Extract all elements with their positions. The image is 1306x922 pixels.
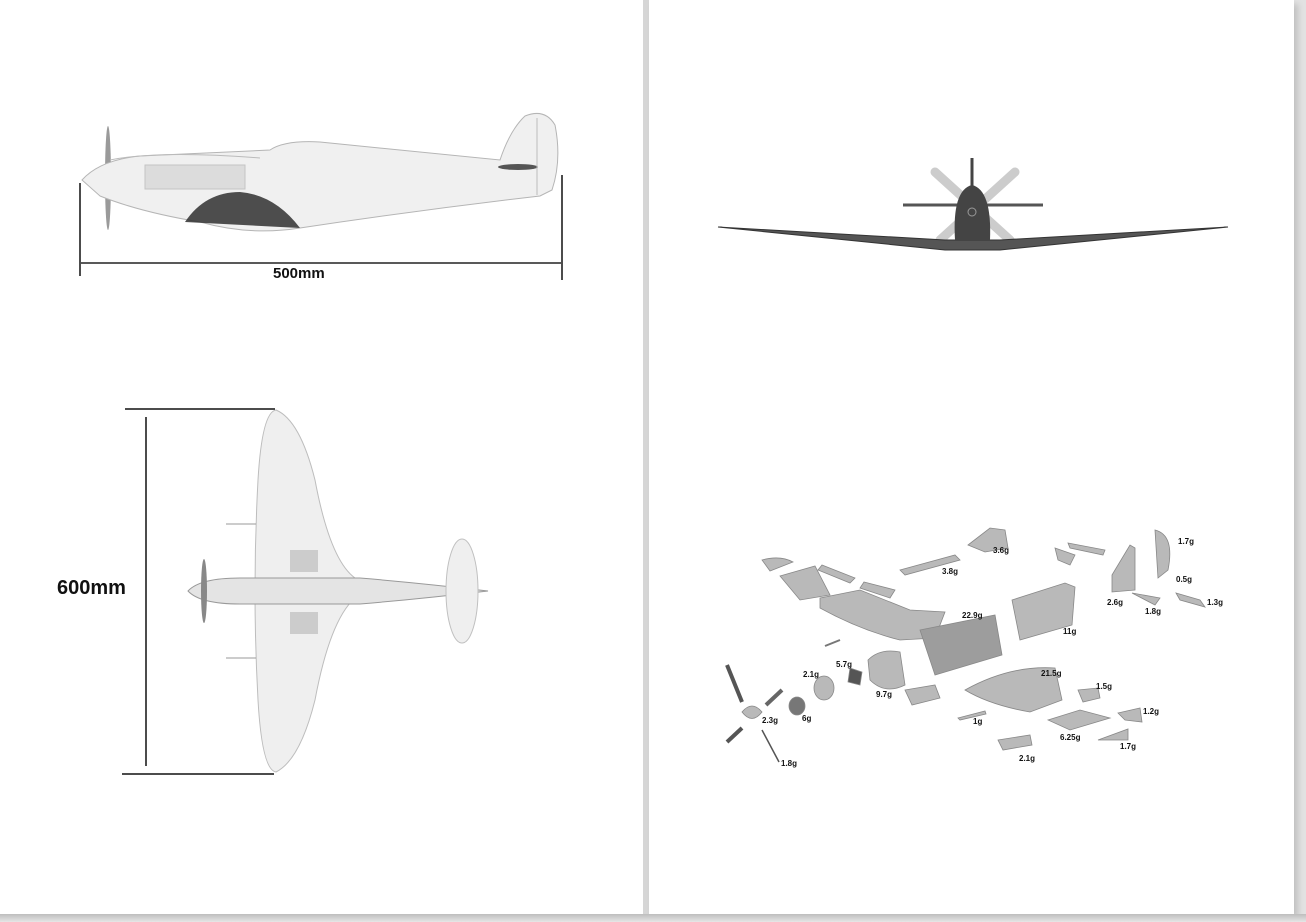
part-weight-flap-right: 6.25g	[1060, 733, 1081, 742]
left-page: 500mm 600mm	[0, 0, 643, 914]
wingspan-dimension-label: 600mm	[57, 577, 126, 599]
part-weight-right-wing: 21.5g	[1041, 669, 1062, 678]
front-view-diagram	[717, 158, 1229, 251]
part-weight-firewall-mount: 5.7g	[836, 660, 853, 669]
part-weight-stabilizer: 1.8g	[1145, 607, 1162, 616]
right-page: 3.6g 3.8g 22.9g 11g 2.6g 1.7g 0.5g 1.8g …	[649, 0, 1294, 914]
part-weight-aileron-right: 1.5g	[1096, 682, 1113, 691]
part-weight-tailwheel: 0.5g	[1176, 575, 1193, 584]
part-weight-wing-strip: 3.8g	[942, 567, 959, 576]
page-bottom-shadow	[0, 914, 1306, 922]
part-weight-cowl-ring: 2.1g	[803, 670, 820, 679]
part-weight-elevator: 1.3g	[1207, 598, 1224, 607]
part-weight-wingtip-right: 1.2g	[1143, 707, 1160, 716]
part-weight-belly-panel: 2.1g	[1019, 754, 1036, 763]
part-weight-pushrod: 1g	[973, 717, 983, 726]
part-weight-center-fuselage: 22.9g	[962, 611, 983, 620]
part-weight-prop-shaft: 1.8g	[781, 759, 798, 768]
part-weight-rear-fuselage: 11g	[1063, 627, 1077, 636]
part-weight-nose-cowl: 9.7g	[876, 690, 893, 699]
part-weight-tip-fairing: 1.7g	[1120, 742, 1137, 751]
part-weight-motor: 6g	[802, 714, 812, 723]
side-view-diagram	[79, 113, 563, 280]
exploded-parts-diagram	[725, 527, 1206, 763]
part-weight-fin: 2.6g	[1107, 598, 1124, 607]
length-dimension-label: 500mm	[273, 265, 325, 282]
page-gutter	[643, 0, 649, 922]
part-weight-spinner: 2.3g	[762, 716, 779, 725]
part-weight-rudder: 1.7g	[1178, 537, 1195, 546]
part-weight-canopy: 3.6g	[993, 546, 1010, 555]
